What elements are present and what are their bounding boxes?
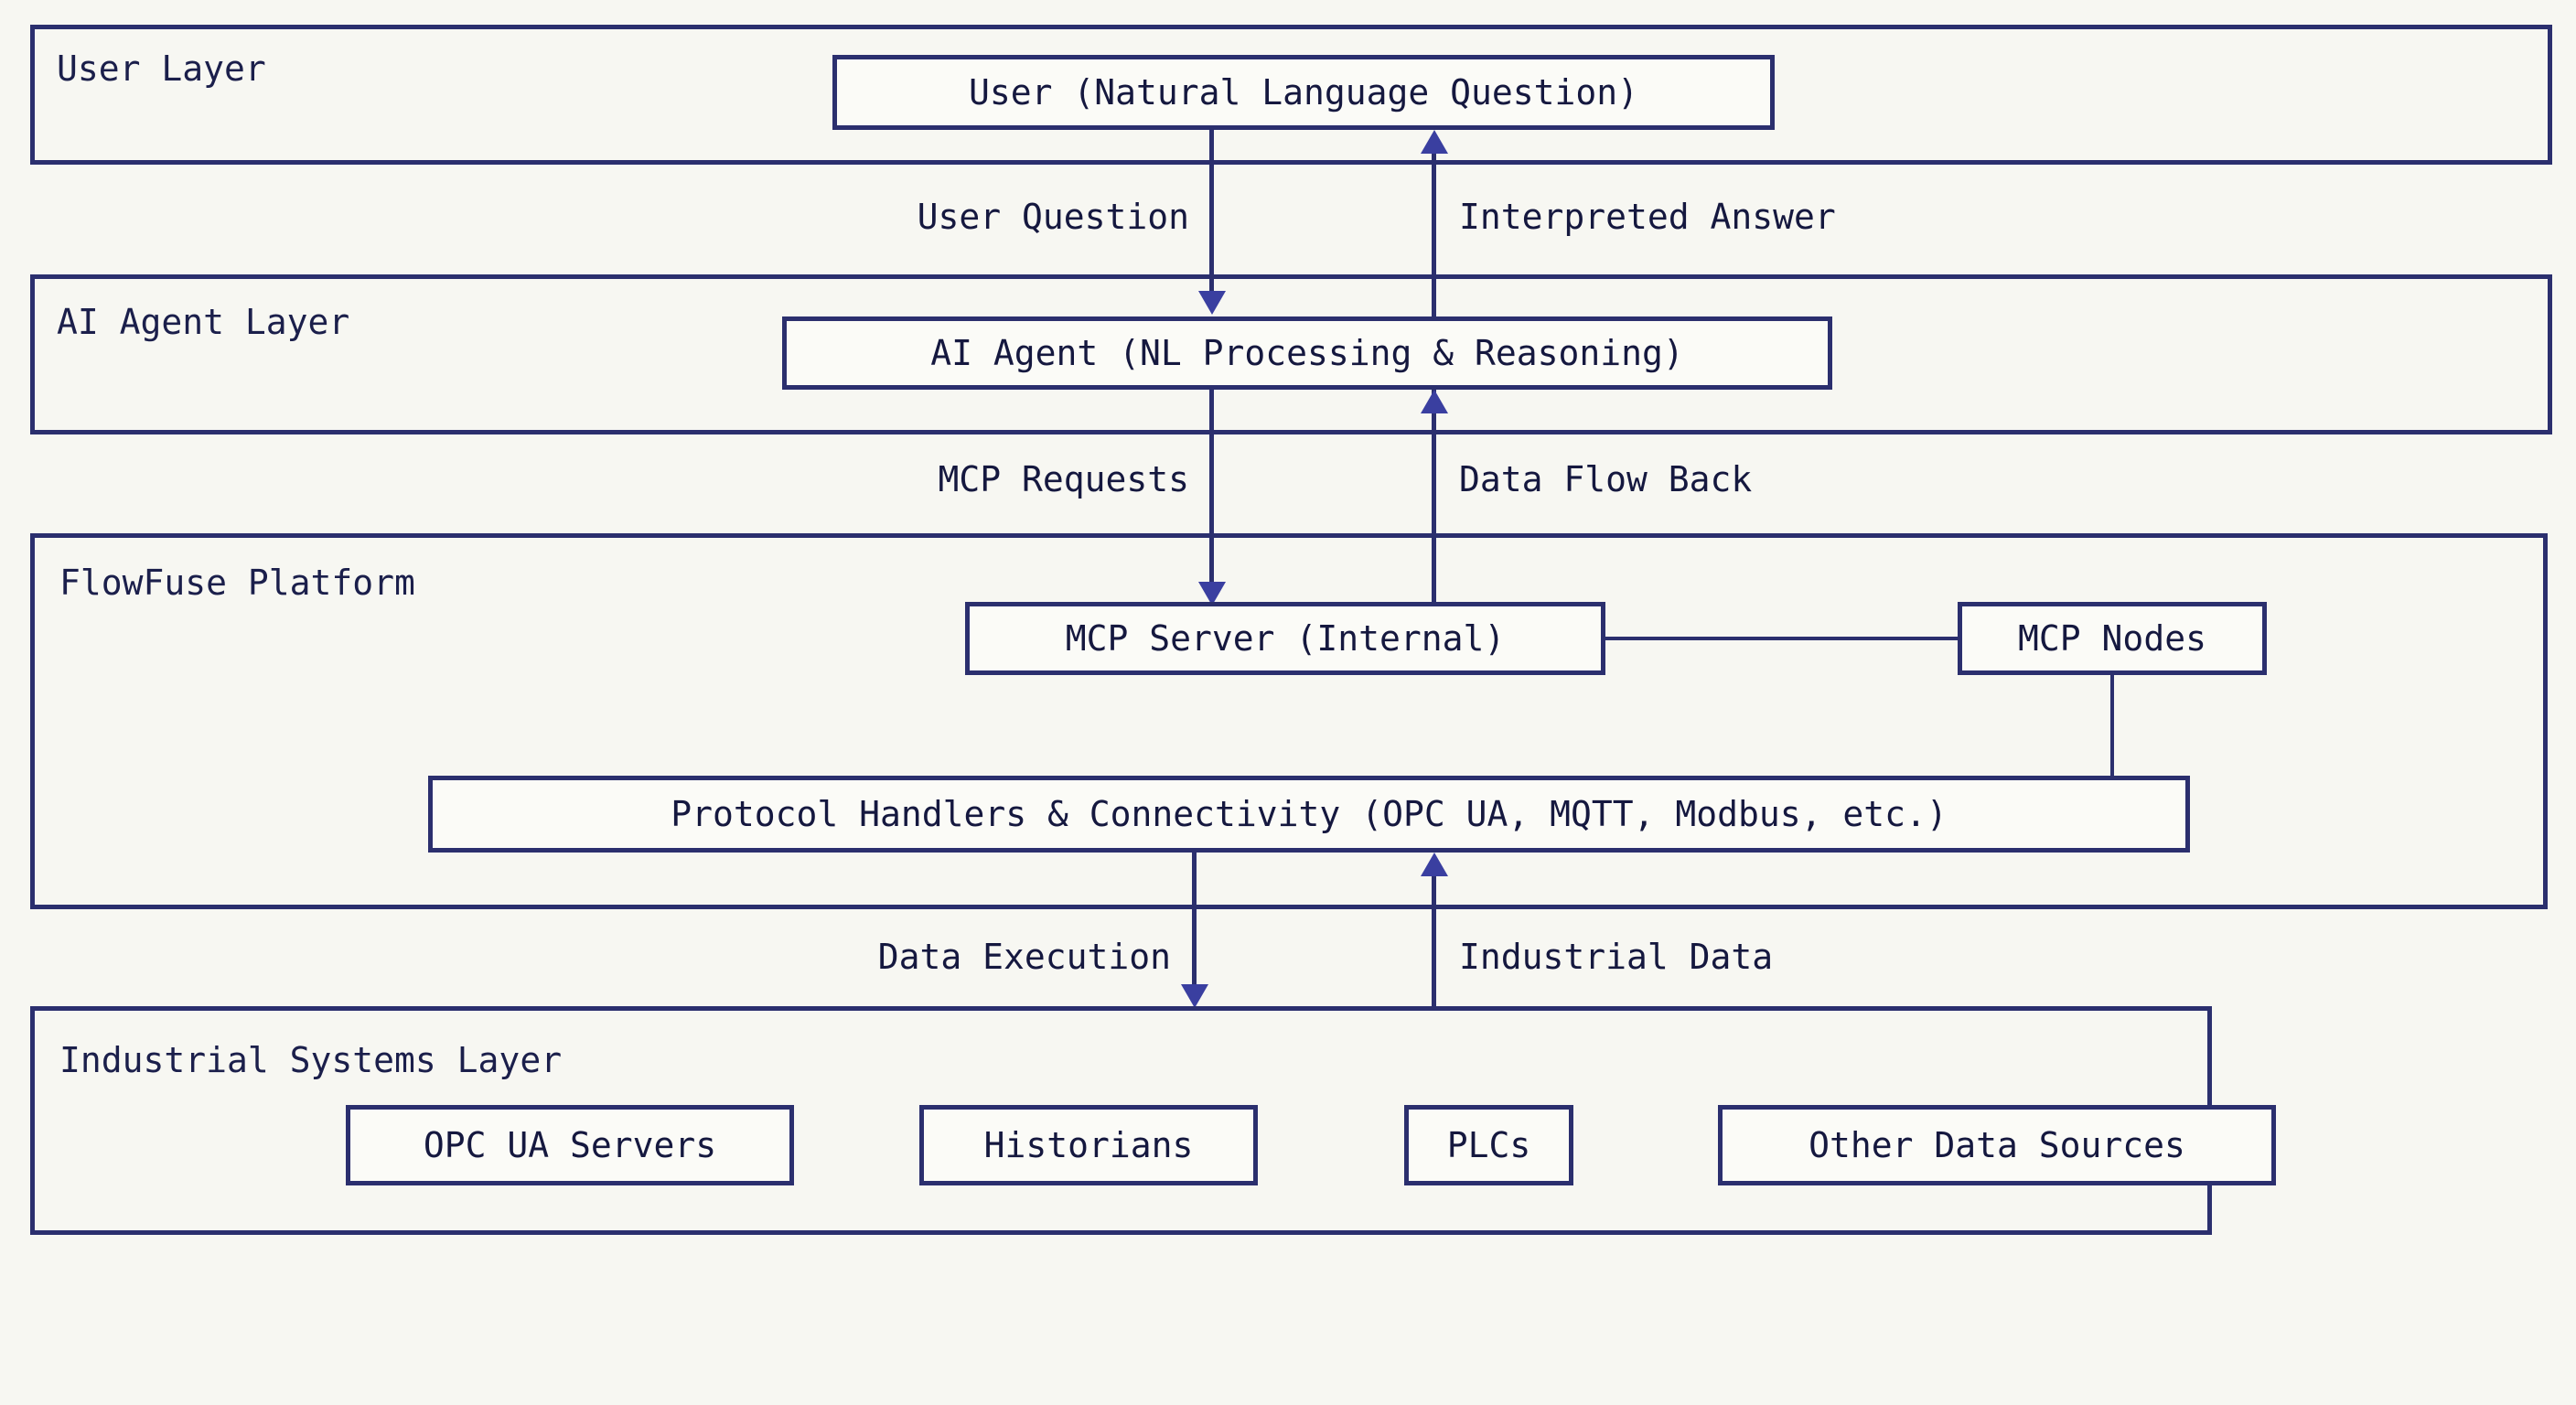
layer-flowfuse-title: FlowFuse Platform — [59, 563, 415, 603]
edge-industrial-data-label: Industrial Data — [1459, 937, 1774, 977]
edge-user-question-label: User Question — [917, 197, 1189, 237]
node-opc-ua-servers[interactable]: OPC UA Servers — [346, 1105, 794, 1185]
edge-interpreted-answer-line — [1432, 154, 1436, 430]
edge-user-question-line — [1209, 130, 1214, 298]
node-historians[interactable]: Historians — [919, 1105, 1258, 1185]
node-mcp-server[interactable]: MCP Server (Internal) — [965, 602, 1605, 675]
layer-user — [30, 25, 2552, 165]
edge-data-flow-back-arrowhead — [1421, 390, 1448, 413]
layer-flowfuse — [30, 533, 2548, 909]
edge-mcp-requests-line — [1209, 390, 1214, 589]
node-protocol-handlers[interactable]: Protocol Handlers & Connectivity (OPC UA… — [428, 776, 2190, 853]
edge-data-execution-line — [1192, 853, 1197, 992]
edge-nodes-to-protocol-line — [2110, 675, 2114, 778]
edge-mcp-requests-label: MCP Requests — [938, 459, 1189, 499]
edge-mcp-requests-arrowhead — [1198, 582, 1226, 606]
edge-data-flow-back-line — [1432, 413, 1436, 626]
layer-ai-agent-title: AI Agent Layer — [57, 302, 350, 342]
edge-interpreted-answer-arrowhead — [1421, 130, 1448, 154]
layer-user-title: User Layer — [57, 48, 266, 89]
layer-ai-agent — [30, 274, 2552, 434]
edge-data-execution-arrowhead — [1181, 984, 1208, 1008]
layer-industrial-title: Industrial Systems Layer — [59, 1040, 563, 1080]
edge-industrial-data-line — [1432, 876, 1436, 1010]
edge-user-question-arrowhead — [1198, 291, 1226, 315]
node-plcs[interactable]: PLCs — [1404, 1105, 1573, 1185]
edge-data-execution-label: Data Execution — [877, 937, 1171, 977]
node-user[interactable]: User (Natural Language Question) — [832, 55, 1775, 130]
node-ai-agent[interactable]: AI Agent (NL Processing & Reasoning) — [782, 316, 1832, 390]
edge-data-flow-back-label: Data Flow Back — [1459, 459, 1753, 499]
edge-industrial-data-arrowhead — [1421, 853, 1448, 876]
node-other-data-sources[interactable]: Other Data Sources — [1718, 1105, 2276, 1185]
edge-interpreted-answer-label: Interpreted Answer — [1459, 197, 1836, 237]
edge-server-to-nodes-line — [1605, 637, 1958, 640]
node-mcp-nodes[interactable]: MCP Nodes — [1958, 602, 2267, 675]
